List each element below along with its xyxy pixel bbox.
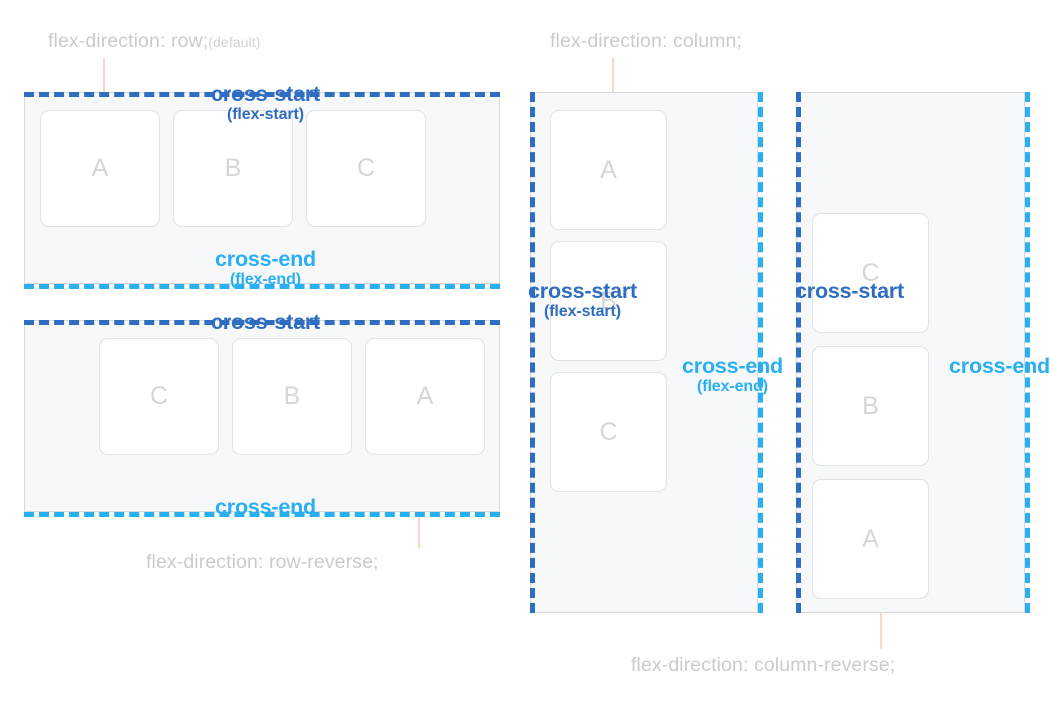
cross-start-subtext: (flex-start) (226, 106, 305, 124)
flex-item-letter: A (91, 154, 109, 182)
flex-item-letter: B (862, 391, 879, 420)
caption-flex-direction-column: flex-direction: column; (550, 30, 742, 53)
cross-start-text: cross-start (211, 82, 320, 106)
caption-note: (default) (208, 34, 261, 50)
cross-start-label-column-reverse: cross-start (772, 279, 927, 303)
caption-flex-direction-row-reverse: flex-direction: row-reverse; (146, 551, 379, 574)
flex-item-letter: A (600, 155, 617, 184)
leader-line-row (103, 58, 105, 94)
flex-item: B (173, 110, 293, 227)
flex-item: B (232, 338, 352, 455)
cross-end-subtext: (flex-end) (229, 271, 301, 289)
cross-end-edge-column (758, 92, 763, 613)
caption-text: flex-direction: column; (550, 30, 742, 52)
cross-start-label-row-reverse: cross-start (163, 310, 368, 334)
leader-line-row-reverse (418, 512, 420, 548)
flex-item-letter: A (416, 382, 434, 410)
cross-end-label-column-reverse: cross-end (932, 354, 1050, 378)
caption-flex-direction-row: flex-direction: row;(default) (48, 30, 260, 53)
flex-item-letter: C (356, 154, 376, 182)
cross-end-edge-row (24, 284, 500, 289)
flex-item: C (550, 372, 667, 492)
cross-end-label-row: cross-end (flex-end) (178, 247, 353, 289)
cross-start-edge-column (530, 92, 535, 613)
caption-text: flex-direction: column-reverse; (631, 654, 896, 676)
flex-item: A (365, 338, 485, 455)
flex-item: C (99, 338, 219, 455)
cross-end-label-row-reverse: cross-end (178, 495, 353, 519)
cross-end-subtext: (flex-end) (696, 378, 768, 396)
cross-end-edge-column-reverse (1025, 92, 1030, 613)
caption-flex-direction-column-reverse: flex-direction: column-reverse; (631, 654, 895, 677)
leader-line-column-reverse (880, 613, 882, 649)
cross-start-edge-row (24, 92, 500, 97)
flex-item-letter: C (861, 258, 880, 287)
flex-item: C (306, 110, 426, 227)
cross-end-text: cross-end (949, 354, 1050, 378)
caption-text: flex-direction: row-reverse; (146, 551, 379, 573)
leader-line-column (612, 58, 614, 94)
flex-item: C (812, 213, 929, 333)
cross-end-label-column: cross-end (flex-end) (665, 354, 800, 396)
cross-start-edge-row-reverse (24, 320, 500, 325)
cross-end-text: cross-end (215, 247, 316, 271)
cross-start-edge-column-reverse (796, 92, 801, 613)
flex-item: B (812, 346, 929, 466)
flex-item-letter: B (224, 154, 242, 182)
cross-end-text: cross-end (682, 354, 783, 378)
cross-start-text: cross-start (211, 310, 320, 334)
cross-start-text: cross-start (795, 279, 904, 303)
flex-item-letter: A (862, 524, 879, 553)
flex-item-letter: B (283, 382, 301, 410)
flex-item-letter: C (149, 382, 169, 410)
flex-item: A (550, 110, 667, 230)
cross-start-label-column: cross-start (flex-start) (505, 279, 660, 321)
flex-item: B (550, 241, 667, 361)
flex-item-letter: C (599, 417, 618, 446)
cross-start-text: cross-start (528, 279, 637, 303)
cross-end-edge-row-reverse (24, 512, 500, 517)
flex-item: A (40, 110, 160, 227)
flex-item: A (812, 479, 929, 599)
cross-start-subtext: (flex-start) (543, 303, 622, 321)
caption-text: flex-direction: row; (48, 30, 209, 52)
cross-start-label-row: cross-start (flex-start) (163, 82, 368, 124)
flex-item-letter: B (600, 286, 617, 315)
cross-end-text: cross-end (215, 495, 316, 519)
